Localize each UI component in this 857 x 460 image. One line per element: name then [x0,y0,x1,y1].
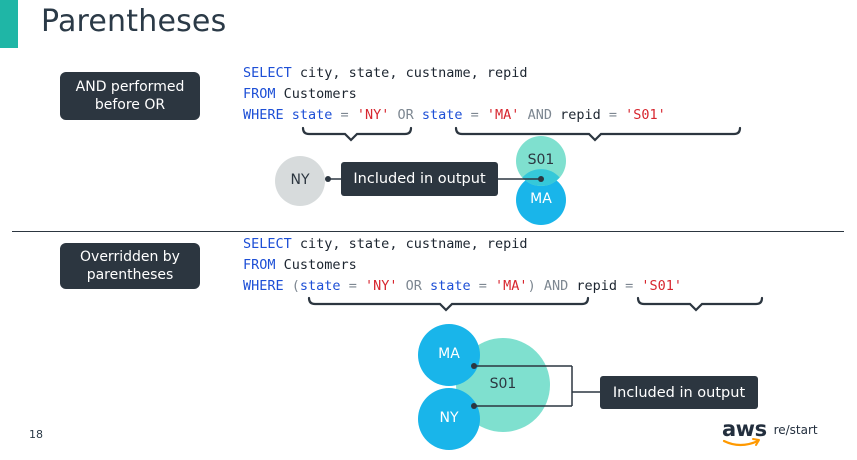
accent-bar [0,0,18,48]
output-label-1: Included in output [341,162,498,196]
column-state-1: state [299,278,341,294]
column-state-1: state [291,107,333,123]
page-title: Parentheses [41,4,227,39]
circle-ma-2 [418,324,480,386]
circle-s01-large-label: S01 [489,376,517,392]
operator-eq-3: = [600,107,626,123]
circle-ma-2-label: MA [438,346,460,362]
keyword-select: SELECT [243,236,292,252]
column-state-2: state [430,278,471,294]
connector-dot-ny-2 [471,403,477,409]
page-number: 18 [29,428,43,441]
keyword-where: WHERE [243,278,284,294]
circle-ny-label: NY [290,172,310,188]
brace-repid [636,296,764,312]
example2-label: Overridden by parentheses [60,243,200,289]
circle-s01-label: S01 [527,152,555,168]
select-columns: city, state, custname, repid [291,65,528,81]
value-s01: 'S01' [625,107,666,123]
example2-sql: SELECT city, state, custname, repid FROM… [243,234,682,297]
close-paren: ) [527,278,536,294]
circle-ny-2-label: NY [439,410,459,426]
example1-sql: SELECT city, state, custname, repid FROM… [243,63,666,126]
open-paren: ( [291,278,300,294]
connector-dot-ny [325,176,331,182]
operator-eq-3: = [617,278,642,294]
connector-dot-overlap [538,176,544,182]
value-ny: 'NY' [356,107,390,123]
keyword-or: OR [397,107,414,123]
keyword-and: AND [543,278,569,294]
circle-ma [516,175,566,225]
operator-eq-2: = [462,107,487,123]
value-ny: 'NY' [364,278,398,294]
operator-eq-1: = [340,278,365,294]
circle-ny-2 [418,388,480,450]
connector-dot-ma [471,363,477,369]
select-columns: city, state, custname, repid [291,236,528,252]
value-ma: 'MA' [495,278,528,294]
keyword-and: AND [527,107,552,123]
value-ma: 'MA' [486,107,520,123]
column-state-2: state [421,107,463,123]
operator-eq-1: = [332,107,357,123]
circle-ma-label: MA [530,191,552,207]
aws-logo-text: aws [722,417,767,441]
column-repid: repid [576,278,618,294]
keyword-where: WHERE [243,107,284,123]
section-divider [12,231,844,232]
column-repid: repid [560,107,601,123]
output-label-2: Included in output [600,376,758,409]
keyword-or: OR [405,278,422,294]
brace-state-ny [301,126,413,142]
brace-state-ma-and-repid [454,126,742,142]
keyword-from: FROM [243,86,276,102]
operator-eq-2: = [470,278,496,294]
table-name: Customers [275,86,357,102]
brace-parenthesized-group [307,296,590,312]
keyword-select: SELECT [243,65,292,81]
value-s01: 'S01' [641,278,683,294]
keyword-from: FROM [243,257,276,273]
circle-ny [275,156,325,206]
brand-logo: aws re/start [722,418,818,440]
restart-logo-text: re/start [773,423,818,437]
table-name: Customers [275,257,357,273]
example1-label: AND performed before OR [60,72,200,120]
circle-s01-large [456,338,550,432]
